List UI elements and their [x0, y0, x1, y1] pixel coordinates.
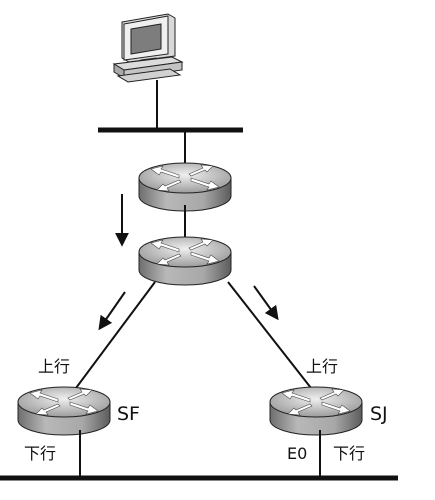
router2-to-sf-link	[75, 281, 156, 389]
sj-interface-label: E0	[287, 444, 307, 463]
router-top-icon	[138, 162, 232, 212]
sj-router-name: SJ	[370, 403, 388, 425]
router-sj-icon	[269, 386, 363, 436]
router2-to-sj-link	[227, 281, 312, 389]
router-middle-icon	[138, 236, 232, 286]
sj-downstream-label: 下行	[333, 444, 365, 463]
down-right-arrow	[253, 285, 279, 321]
sj-upstream-label: 上行	[306, 357, 338, 376]
sf-downstream-label: 下行	[24, 444, 56, 463]
down-left-arrow	[98, 291, 126, 331]
sf-router-name: SF	[117, 403, 140, 425]
sf-upstream-label: 上行	[38, 357, 70, 376]
workstation-icon	[112, 13, 184, 83]
router-sf-icon	[17, 386, 111, 436]
